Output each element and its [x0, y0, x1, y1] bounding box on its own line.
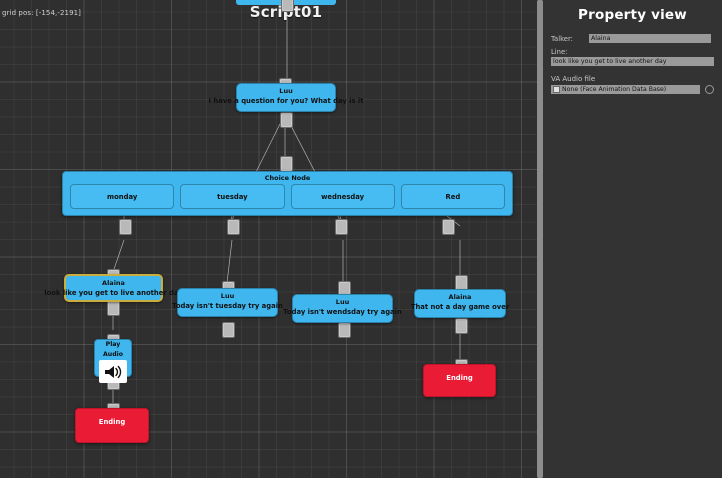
dialogue-line: look like you get to live another day — [44, 289, 183, 297]
graph-canvas[interactable]: grid pos: [-154,-2191] Script01 — [0, 0, 537, 478]
port-choice-out-wednesday[interactable] — [335, 219, 348, 235]
dialogue-node-root[interactable]: Luu I have a question for you? What day … — [208, 83, 364, 112]
port-tuesday-out[interactable] — [222, 322, 235, 338]
va-audio-row: None (Face Animation Data Base) — [551, 85, 714, 94]
dialogue-line: That not a day game over — [410, 303, 510, 311]
choice-node-title: Choice Node — [264, 174, 311, 182]
canvas-scrollbar-track[interactable] — [537, 0, 543, 478]
ending-node-left[interactable]: Ending — [75, 408, 149, 443]
object-picker-icon[interactable] — [705, 85, 714, 94]
choice-node[interactable]: Choice Node monday tuesday wednesday Red — [62, 171, 513, 216]
port-monday-out[interactable] — [107, 300, 120, 316]
port-red-out[interactable] — [455, 318, 468, 334]
choice-option-wednesday[interactable]: wednesday — [290, 184, 395, 209]
dialogue-speaker: Luu — [279, 87, 293, 95]
dialogue-speaker: Alaina — [448, 293, 472, 301]
port-choice-in[interactable] — [280, 156, 293, 172]
dialogue-node-tuesday[interactable]: Luu Today isn't tuesday try again — [172, 288, 283, 317]
va-audio-value: None (Face Animation Data Base) — [562, 86, 667, 93]
dialogue-speaker: Luu — [220, 292, 235, 300]
dialogue-node-red[interactable]: Alaina That not a day game over — [410, 289, 510, 318]
dialogue-speaker: Luu — [335, 298, 350, 306]
play-audio-label: Play Audio — [103, 341, 123, 358]
script-title: Script01 — [249, 3, 323, 21]
asset-icon — [553, 86, 560, 93]
canvas-scrollbar-thumb[interactable] — [537, 0, 543, 478]
choice-option-monday[interactable]: monday — [70, 184, 175, 209]
dialogue-line: Today isn't wendsday try again — [283, 308, 402, 316]
line-input[interactable]: look like you get to live another day — [551, 57, 714, 66]
dialogue-speaker: Alaina — [102, 279, 125, 287]
line-label: Line: — [551, 48, 568, 56]
dialogue-node-wednesday[interactable]: Luu Today isn't wendsday try again — [283, 294, 402, 323]
dialogue-node-monday[interactable]: Alaina look like you get to live another… — [44, 274, 183, 302]
choice-option-list: monday tuesday wednesday Red — [63, 184, 512, 215]
talker-row: Talker: Alaina — [551, 34, 714, 43]
port-script-out[interactable] — [281, 0, 294, 12]
port-choice-out-monday[interactable] — [119, 219, 132, 235]
talker-input[interactable]: Alaina — [589, 34, 711, 43]
speaker-icon — [99, 360, 127, 383]
va-audio-object-field[interactable]: None (Face Animation Data Base) — [551, 85, 700, 94]
va-audio-label: VA Audio file — [551, 75, 596, 83]
port-root-out[interactable] — [280, 112, 293, 128]
property-view-title: Property view — [578, 7, 687, 23]
dialogue-line: Today isn't tuesday try again — [172, 302, 283, 310]
port-wednesday-out[interactable] — [338, 322, 351, 338]
dialogue-line: I have a question for you? What day is i… — [208, 97, 364, 105]
choice-option-tuesday[interactable]: tuesday — [180, 184, 285, 209]
ending-node-right[interactable]: Ending — [423, 364, 496, 397]
port-choice-out-red[interactable] — [442, 219, 455, 235]
choice-option-red[interactable]: Red — [400, 184, 505, 209]
connection-wires — [112, 6, 461, 406]
property-view-panel: Property view Talker: Alaina Line: look … — [543, 0, 722, 478]
port-choice-out-tuesday[interactable] — [227, 219, 240, 235]
talker-label: Talker: — [551, 34, 573, 43]
play-audio-node[interactable]: Play Audio — [94, 339, 132, 383]
grid-position-label: grid pos: [-154,-2191] — [2, 9, 82, 17]
